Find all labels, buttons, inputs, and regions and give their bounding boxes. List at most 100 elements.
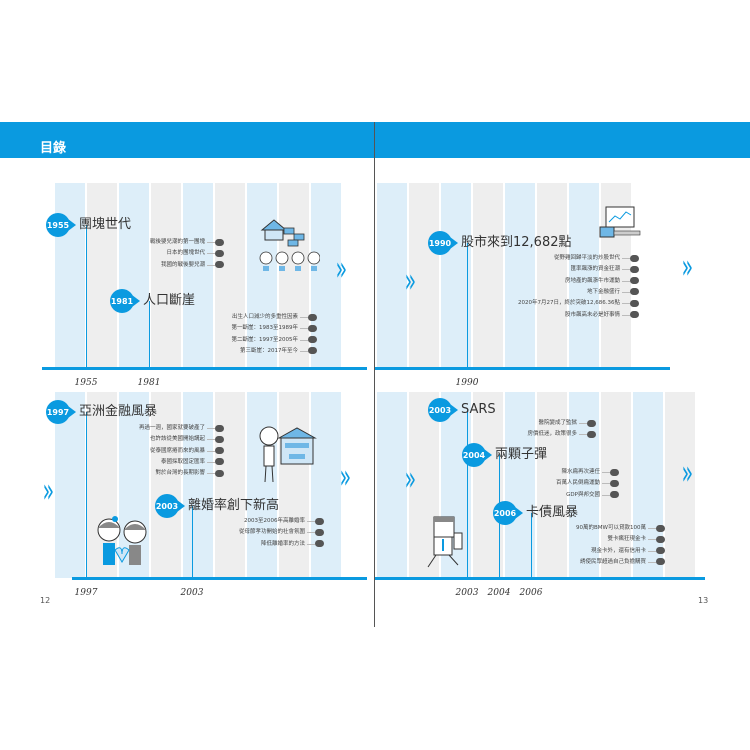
background-stripe: [151, 392, 181, 578]
arrow-icon: [450, 237, 458, 249]
page-ref-badge[interactable]: [630, 265, 639, 273]
page-ref-badge[interactable]: [630, 311, 639, 318]
page-ref-badge[interactable]: [315, 528, 324, 536]
toc-entry[interactable]: 日本的團塊世代: [166, 250, 205, 257]
leader-line: [622, 303, 630, 305]
timeline-axis: [375, 367, 670, 370]
background-stripe: [215, 183, 245, 368]
event-title[interactable]: 股市來到12,682點: [461, 235, 572, 250]
page-ref-badge[interactable]: [656, 547, 665, 555]
event-title[interactable]: SARS: [461, 402, 496, 417]
toc-entry[interactable]: 第一斷崖：1983至1989年: [231, 325, 299, 332]
event-title[interactable]: 亞洲金融風暴: [79, 404, 158, 419]
page-ref-badge[interactable]: [630, 299, 639, 307]
page-ref-badge[interactable]: [315, 540, 324, 548]
chevron-right-icon: »: [681, 247, 694, 287]
page-ref-badge[interactable]: [610, 491, 619, 499]
leader-line: [300, 339, 308, 341]
toc-entry[interactable]: 從泰國席捲而來的風暴: [149, 447, 205, 454]
page-ref-badge[interactable]: [587, 430, 596, 438]
event-title[interactable]: 團塊世代: [79, 217, 132, 232]
toc-entry[interactable]: 2020年7月27日，終於突破12,686.36點: [518, 300, 620, 307]
page-ref-badge[interactable]: [630, 277, 639, 285]
toc-entry[interactable]: 降低離婚率的方法: [260, 540, 305, 547]
background-stripe: [409, 183, 439, 368]
page-ref-badge[interactable]: [610, 479, 619, 487]
leader-line: [207, 264, 215, 266]
page-ref-badge[interactable]: [308, 313, 317, 321]
background-stripe: [87, 183, 117, 368]
leader-line: [622, 280, 630, 282]
leader-line: [207, 473, 215, 475]
page-ref-badge[interactable]: [308, 324, 317, 332]
chevron-right-icon: »: [681, 453, 694, 493]
page-ref-badge[interactable]: [630, 288, 639, 296]
toc-entry[interactable]: 從母節孝功開始的社會氛圍: [238, 529, 305, 536]
page-ref-badge[interactable]: [656, 535, 665, 543]
event-title[interactable]: 離婚率創下新高: [188, 498, 280, 513]
man-and-house-illustration: [259, 426, 317, 483]
toc-entry[interactable]: 再過一週，國家就要破產了: [138, 425, 205, 431]
background-stripe: [473, 392, 503, 578]
toc-entry[interactable]: 地下金融盛行: [586, 288, 620, 295]
page-ref-badge[interactable]: [308, 347, 317, 355]
toc-entry[interactable]: 第三斷崖：2017年至今: [240, 347, 298, 354]
axis-year-label: 1955: [74, 378, 98, 388]
toc-entry[interactable]: 醫院變成了監獄: [538, 420, 577, 426]
axis-year-label: 1981: [137, 378, 161, 388]
page-ref-badge[interactable]: [656, 524, 665, 532]
page-ref-badge[interactable]: [215, 238, 224, 246]
toc-entry[interactable]: 90萬的BMW可以貸款100萬: [576, 525, 646, 531]
toc-entry[interactable]: 對於台灣的長期影響: [155, 470, 205, 477]
page-ref-badge[interactable]: [215, 435, 224, 443]
event-title[interactable]: 兩顆子彈: [495, 447, 548, 462]
year-badge: 1981: [110, 289, 134, 313]
chevron-right-icon: »: [339, 457, 352, 497]
toc-entry[interactable]: 我國的戰後嬰兒潮: [160, 261, 205, 268]
header-bar: [0, 122, 750, 158]
toc-entry[interactable]: 從野雞回歸平淡的炒股世代: [553, 255, 620, 261]
background-stripe: [665, 392, 695, 578]
toc-entry[interactable]: 2003至2006年高離婚率: [244, 518, 305, 524]
toc-entry[interactable]: 也許該從美國開始講起: [149, 436, 205, 443]
background-stripe: [215, 392, 245, 578]
background-stripe: [119, 183, 149, 368]
toc-entry[interactable]: 第二斷崖：1997至2005年: [231, 336, 299, 343]
event-marker-line: [86, 412, 87, 577]
toc-entry[interactable]: 泰國採取固定匯率: [160, 458, 205, 465]
toc-entry[interactable]: 匯率飆漲的資金狂潮: [570, 266, 620, 273]
toc-entry[interactable]: GDP與邦交國: [566, 491, 600, 498]
event-title[interactable]: 卡債風暴: [526, 505, 579, 520]
event-marker-line: [467, 243, 468, 367]
toc-entry[interactable]: 房地產的飆漲牛市運動: [564, 277, 620, 284]
page-ref-badge[interactable]: [587, 419, 596, 427]
page-ref-badge[interactable]: [215, 261, 224, 269]
toc-entry[interactable]: 出生人口減少的多重性因素: [231, 314, 298, 320]
page-ref-badge[interactable]: [215, 469, 224, 477]
background-stripe: [537, 183, 567, 368]
toc-entry[interactable]: 誘使民眾超過自己負擔購買: [579, 558, 646, 565]
toc-entry[interactable]: 陳水扁再次連任: [561, 469, 600, 475]
background-stripe: [55, 183, 85, 368]
toc-entry[interactable]: 戰後嬰兒潮的第一團塊: [149, 239, 205, 245]
axis-year-label: 1990: [455, 378, 479, 388]
leader-line: [648, 528, 656, 529]
axis-year-label: 2003: [455, 588, 479, 598]
page-ref-badge[interactable]: [315, 517, 324, 525]
page-ref-badge[interactable]: [215, 458, 224, 466]
chevron-right-icon: »: [42, 471, 55, 511]
toc-entry[interactable]: 股市飆高未必是好事情: [564, 311, 620, 318]
page-ref-badge[interactable]: [610, 468, 619, 476]
page-ref-badge[interactable]: [630, 254, 639, 262]
toc-entry[interactable]: 百萬人民倒扁運動: [555, 480, 600, 487]
page-ref-badge[interactable]: [215, 447, 224, 455]
house-and-people-illustration: [259, 219, 320, 271]
page-ref-badge[interactable]: [215, 424, 224, 432]
page-ref-badge[interactable]: [308, 336, 317, 344]
toc-entry[interactable]: 房價低迷，政策很多: [527, 431, 577, 438]
page-ref-badge[interactable]: [215, 249, 224, 257]
toc-entry[interactable]: 現金卡外，還有信用卡: [590, 547, 646, 554]
event-title[interactable]: 人口斷崖: [143, 293, 196, 308]
toc-entry[interactable]: 雙卡瘋狂現金卡: [607, 536, 646, 543]
page-ref-badge[interactable]: [656, 558, 665, 566]
